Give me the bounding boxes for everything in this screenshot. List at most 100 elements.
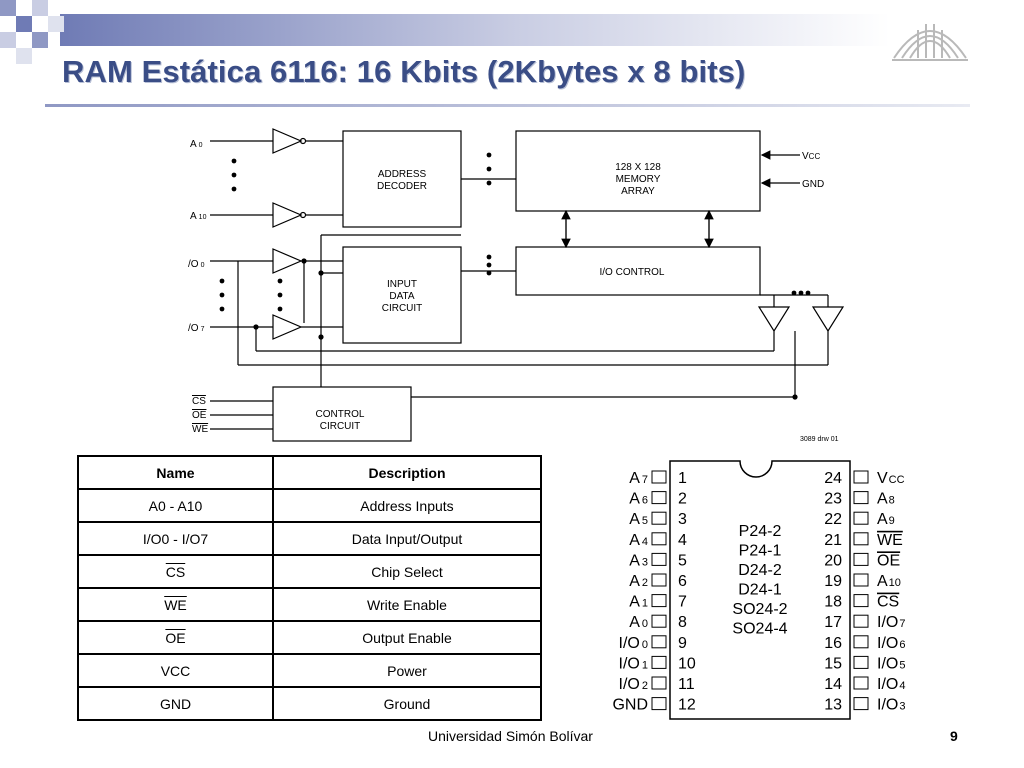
header-name: Name	[77, 455, 274, 490]
pin-number: 5	[678, 552, 687, 569]
header-description: Description	[272, 455, 542, 490]
pin-number: 13	[824, 697, 842, 714]
pin-description: Output Enable	[272, 620, 542, 655]
pin-label-base: A	[629, 573, 640, 590]
pin-label-sub: 0	[642, 618, 648, 630]
chip-body	[669, 460, 851, 720]
pin-label-sub: 1	[642, 598, 648, 610]
pin-label-base: GND	[612, 697, 648, 714]
gnd-label: GND	[802, 179, 824, 190]
io-first-label: /O	[188, 259, 199, 270]
pin-label-sub: 4	[899, 680, 905, 692]
addr-first-sub: 0	[199, 142, 203, 149]
pin-name: GND	[77, 686, 274, 721]
svg-text:128 X 128: 128 X 128	[615, 162, 661, 173]
input-label-line1: INPUT	[387, 279, 417, 290]
pin-pad	[853, 511, 869, 525]
pin-label-base: A	[629, 491, 640, 508]
svg-text:INPUT: INPUT	[387, 279, 417, 290]
pin-description: Data Input/Output	[272, 521, 542, 556]
pin-pad	[853, 573, 869, 587]
pin-pad	[651, 511, 667, 525]
pin-pad	[651, 635, 667, 649]
pin-number: 3	[678, 511, 687, 528]
pin-label-base: V	[877, 470, 888, 487]
pin-pad	[853, 697, 869, 711]
pin-pad	[651, 594, 667, 608]
table-row: WE Write Enable	[77, 587, 542, 622]
pin-number: 11	[678, 676, 695, 693]
pin-name-text: GND	[159, 695, 192, 712]
pin-pad	[651, 552, 667, 566]
footer-text: Universidad Simón Bolívar	[428, 728, 593, 744]
header-decoration	[0, 0, 890, 64]
pin-label-base: I/O	[877, 655, 898, 672]
table-header-row: Name Description	[77, 455, 542, 490]
pin-number: 12	[678, 697, 696, 714]
address-buffer-a0	[272, 128, 303, 154]
pin-pad	[853, 491, 869, 505]
input-data-circuit-box	[342, 246, 462, 344]
pin-label-base: A	[877, 573, 888, 590]
we-label: WE	[192, 424, 208, 435]
pin-label-sub: 6	[899, 639, 905, 651]
pin-label-base: I/O	[877, 697, 898, 714]
drawing-code: 3089 drw 01	[800, 436, 839, 443]
control-circuit-box	[272, 386, 412, 442]
pin-label: A10	[877, 573, 901, 590]
package-name: SO24-2	[732, 601, 787, 618]
svg-text:VCC: VCC	[802, 151, 820, 162]
svg-text:CONTROL: CONTROL	[316, 409, 365, 420]
svg-text:MEMORY: MEMORY	[616, 174, 661, 185]
pin-number: 19	[824, 573, 842, 590]
pin-label-base: WE	[877, 532, 903, 549]
pin-pad	[651, 532, 667, 546]
pin-number: 8	[678, 614, 687, 631]
pin-pad	[853, 552, 869, 566]
package-name: D24-2	[738, 562, 782, 579]
svg-text:CIRCUIT: CIRCUIT	[320, 421, 361, 432]
pin-label-base: A	[629, 470, 640, 487]
svg-text:/O7: /O7	[188, 323, 205, 334]
pin-description: Ground	[272, 686, 542, 721]
pin-number: 15	[824, 655, 842, 672]
pin-label-base: A	[629, 552, 640, 569]
pin-number: 14	[824, 676, 842, 693]
pin-description: Write Enable	[272, 587, 542, 622]
pin-name: WE	[77, 587, 274, 622]
pin-number: 6	[678, 573, 687, 590]
pin-description-table: Name Description A0 - A10 Address Inputs…	[77, 455, 542, 721]
pin-label-base: A	[629, 614, 640, 631]
output-buffer-1	[757, 306, 791, 333]
pin-label-sub: 6	[642, 495, 648, 507]
pin-name-text: CS	[165, 563, 186, 580]
vcc-label: V	[802, 151, 809, 162]
pin-number: 16	[824, 635, 842, 652]
pin-label-sub: 10	[889, 577, 901, 589]
pin-label-sub: 2	[642, 577, 648, 589]
pin-label-base: I/O	[619, 655, 640, 672]
package-name: P24-2	[739, 523, 782, 540]
svg-text:DECODER: DECODER	[377, 181, 427, 192]
title-divider	[45, 104, 970, 107]
control-label-line2: CIRCUIT	[320, 421, 361, 432]
pin-number: 21	[824, 532, 842, 549]
pin-label: VCC	[877, 470, 905, 487]
pin-pad	[651, 655, 667, 669]
pin-pad	[853, 532, 869, 546]
input-label-line3: CIRCUIT	[382, 303, 423, 314]
pin-label: CS	[877, 594, 899, 611]
cs-label: CS	[192, 396, 206, 407]
pin-number: 18	[824, 594, 842, 611]
pin-label-sub: 2	[642, 680, 648, 692]
svg-text:A0: A0	[190, 139, 203, 150]
svg-text:ADDRESS: ADDRESS	[378, 169, 427, 180]
